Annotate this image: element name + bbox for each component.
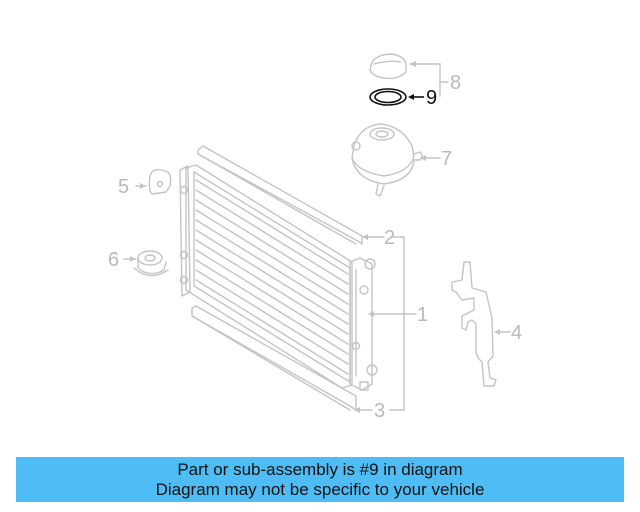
leader-lines	[123, 63, 511, 411]
callout-7[interactable]: 7	[441, 148, 452, 170]
banner-part-reference: Part or sub-assembly is #9 in diagram	[177, 460, 463, 479]
callout-6[interactable]: 6	[108, 249, 119, 271]
mount-bushing-part-6[interactable]	[133, 250, 169, 277]
lower-seal-part-3[interactable]	[191, 305, 357, 411]
banner-disclaimer: Diagram may not be specific to your vehi…	[155, 480, 485, 499]
callout-3[interactable]: 3	[374, 400, 385, 422]
callout-8[interactable]: 8	[450, 72, 461, 94]
parts-diagram: 8 9 7 5 6 2 1 4 3	[108, 53, 522, 422]
reservoir-cap-part-8[interactable]	[369, 53, 407, 80]
callout-2[interactable]: 2	[384, 227, 395, 249]
upper-seal-part-2[interactable]	[197, 145, 363, 245]
callout-4[interactable]: 4	[511, 322, 522, 344]
air-guide-part-4[interactable]	[451, 261, 497, 387]
part-info-banner: Part or sub-assembly is #9 in diagram Di…	[16, 457, 624, 502]
callout-1[interactable]: 1	[417, 304, 428, 326]
seal-o-ring-part-9[interactable]	[369, 88, 424, 106]
leader-arrowheads	[130, 61, 500, 413]
radiator-part-1[interactable]	[179, 164, 378, 391]
mount-bushing-part-5[interactable]	[148, 168, 172, 195]
coolant-reservoir-part-7[interactable]	[351, 123, 423, 197]
callout-5[interactable]: 5	[118, 176, 129, 198]
callout-9[interactable]: 9	[426, 87, 437, 109]
